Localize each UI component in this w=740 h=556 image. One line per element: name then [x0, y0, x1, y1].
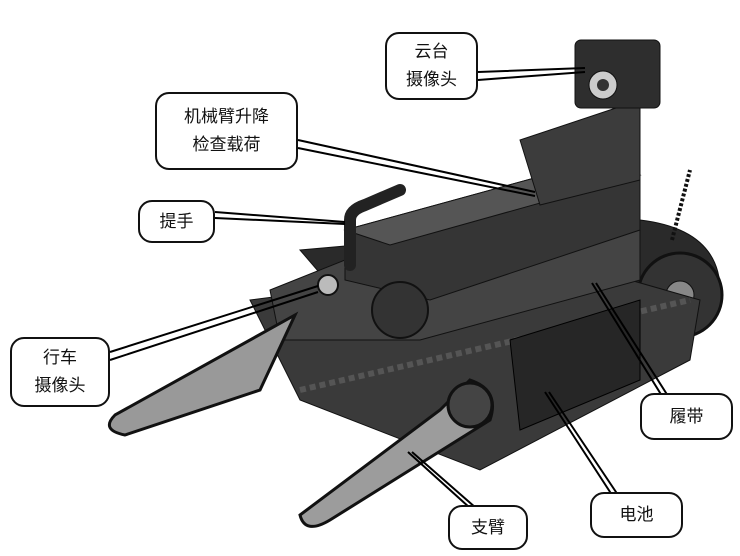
label-line: 机械臂升降 — [184, 107, 269, 127]
battery-pack — [509, 299, 641, 431]
label-ptz-camera: 云台 摄像头 — [385, 32, 478, 100]
label-line: 支臂 — [471, 517, 505, 538]
label-line: 电池 — [619, 505, 654, 525]
label-track: 履带 — [640, 393, 733, 440]
leader-lines — [109, 67, 669, 509]
label-arm-payload: 机械臂升降 检查载荷 — [155, 92, 298, 170]
label-line: 检查载荷 — [192, 135, 261, 155]
handle-bar — [344, 184, 406, 271]
label-line: 云台 — [414, 42, 449, 62]
label-battery: 电池 — [590, 492, 683, 538]
left-flipper — [107, 311, 299, 437]
label-handle: 提手 — [138, 200, 215, 243]
ptz-camera-body — [574, 39, 661, 109]
label-flipper-arm: 支臂 — [448, 505, 528, 550]
label-line: 提手 — [159, 211, 194, 232]
label-line: 行车 — [43, 348, 77, 368]
label-line: 摄像头 — [34, 376, 86, 396]
label-line: 履带 — [669, 406, 704, 427]
antenna — [670, 169, 692, 241]
drive-camera-lens — [317, 274, 339, 296]
arm-mast — [519, 99, 641, 206]
label-drive-camera: 行车 摄像头 — [10, 337, 110, 407]
label-line: 摄像头 — [406, 70, 457, 90]
